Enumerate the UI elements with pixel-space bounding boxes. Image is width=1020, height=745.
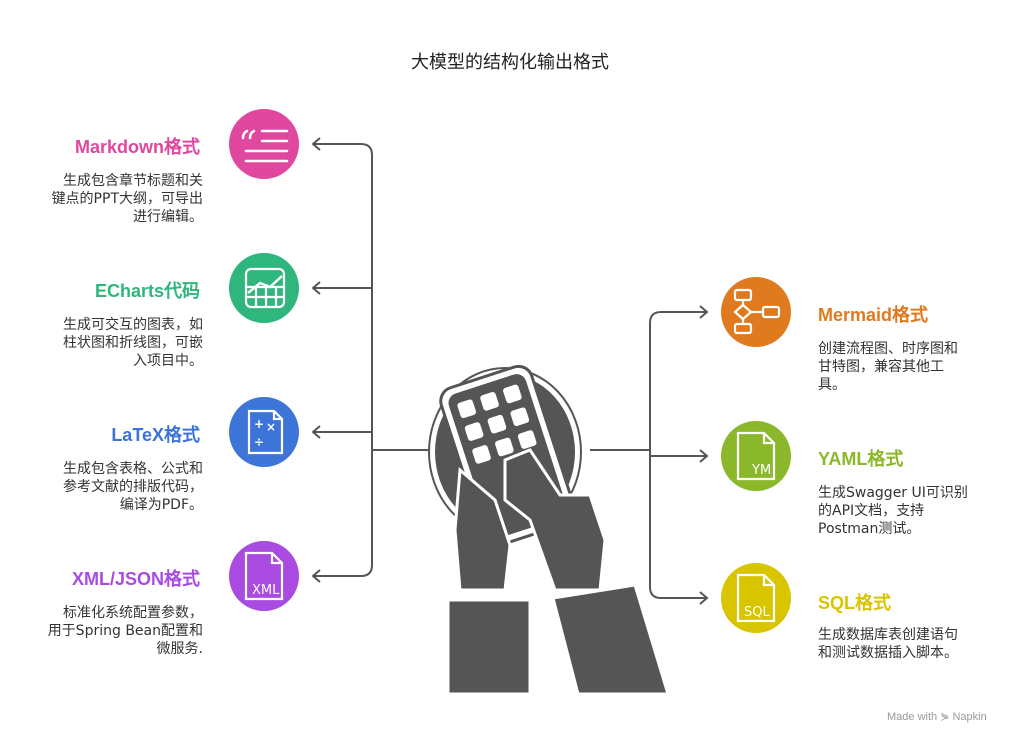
chart-grid-icon — [229, 253, 299, 323]
yaml-description: 生成Swagger UI可识别 的API文档，支持 Postman测试。 — [818, 485, 968, 537]
math-document-icon: +× ÷ — [229, 397, 299, 467]
xml-file-icon: XML — [229, 541, 299, 611]
flowchart-icon — [721, 277, 791, 347]
yaml-icon-text: YM — [751, 463, 771, 478]
mermaid-label: Mermaid格式 — [818, 305, 929, 325]
sql-label: SQL格式 — [818, 593, 892, 613]
latex-description: 生成包含表格、公式和 参考文献的排版代码， 编译为PDF。 — [63, 461, 203, 513]
napkin-watermark: Made with ⋟ Napkin — [887, 711, 987, 723]
connector-xml — [314, 564, 373, 577]
central-hand-device-illustration — [428, 364, 671, 696]
sql-description: 生成数据库表创建语句 和测试数据插入脚本。 — [818, 627, 958, 661]
latex-label: LaTeX格式 — [111, 425, 200, 445]
echarts-description: 生成可交互的图表，如 柱状图和折线图，可嵌 入项目中。 — [63, 317, 203, 369]
xml-json-description: 标准化系统配置参数， 用于Spring Bean配置和 微服务. — [47, 605, 203, 657]
connector-lines — [311, 137, 709, 605]
connector-sql — [649, 586, 706, 599]
connector-mermaid — [649, 311, 706, 324]
echarts-label: ECharts代码 — [94, 281, 200, 301]
sql-file-icon: SQL — [721, 563, 791, 633]
svg-text:÷: ÷ — [254, 435, 264, 449]
markdown-label: Markdown格式 — [74, 137, 200, 157]
connector-markdown — [314, 143, 373, 156]
yaml-file-icon: YM — [721, 421, 791, 491]
svg-text:+: + — [254, 417, 264, 431]
sql-icon-text: SQL — [744, 605, 770, 620]
xml-json-label: XML/JSON格式 — [71, 569, 200, 589]
diagram-title: 大模型的结构化输出格式 — [411, 52, 609, 73]
quote-list-icon — [229, 109, 299, 179]
mermaid-description: 创建流程图、时序图和 甘特图，兼容其他工 具。 — [818, 341, 958, 393]
xml-icon-text: XML — [252, 583, 280, 598]
svg-text:×: × — [266, 420, 276, 434]
markdown-description: 生成包含章节标题和关 键点的PPT大纲，可导出 进行编辑。 — [51, 173, 203, 225]
yaml-label: YAML格式 — [818, 449, 904, 469]
